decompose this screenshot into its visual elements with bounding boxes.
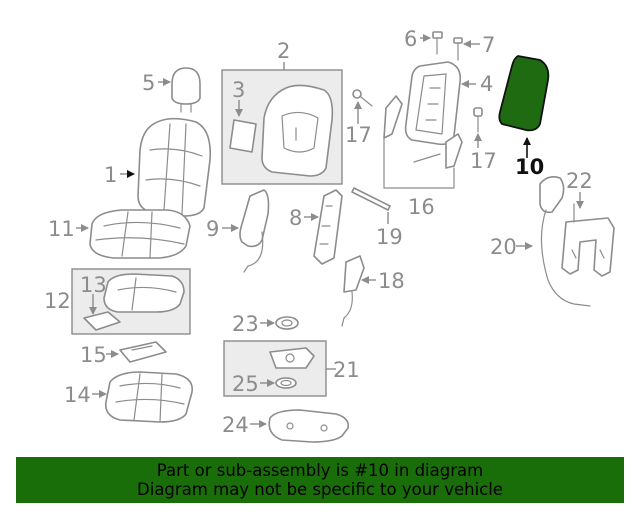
screw-part[interactable] [453,37,463,61]
cushion-cover-part[interactable] [89,209,191,259]
notice-line-2: Diagram may not be specific to your vehi… [137,480,503,499]
harness-part[interactable] [539,176,591,307]
callout-14: 14 [64,383,91,407]
ring-25-part[interactable] [275,377,297,389]
seat-back-part[interactable] [137,117,212,217]
part-10-highlighted[interactable] [498,55,550,158]
callout-6: 6 [404,27,417,51]
mounting-plate-part[interactable] [268,409,350,443]
side-shield-part[interactable] [239,189,270,273]
callout-22: 22 [566,169,593,193]
callout-15: 15 [80,343,107,367]
callout-21: 21 [333,358,360,382]
callout-2: 2 [277,39,290,63]
rod-part[interactable] [351,187,391,211]
callout-labels: 1 2 3 4 5 6 7 8 9 10 11 12 13 14 15 16 1… [44,27,593,437]
frame-piece-part[interactable] [313,189,343,265]
bolt-17-left[interactable] [352,89,373,107]
leader-lines [76,34,584,428]
seat-track-bracket-part[interactable] [561,203,615,277]
notice-banner: Part or sub-assembly is #10 in diagram D… [16,457,624,503]
callout-4: 4 [480,72,493,96]
callout-20: 20 [490,235,517,259]
seat-pan-part[interactable] [104,371,193,423]
callout-3: 3 [232,78,245,102]
callout-17-right: 17 [470,149,497,173]
callout-23: 23 [232,312,259,336]
callout-12: 12 [44,289,71,313]
callout-11: 11 [48,217,75,241]
notice-line-1: Part or sub-assembly is #10 in diagram [156,461,484,480]
seat-pad-part[interactable] [119,341,167,363]
callout-19: 19 [376,225,403,249]
bolt-17-right[interactable] [473,107,483,133]
callout-13: 13 [80,273,107,297]
back-pad-part[interactable] [261,84,334,177]
cushion-heater-part[interactable] [83,311,121,331]
bracket-part[interactable] [383,95,463,189]
switch-part[interactable] [341,255,365,327]
callout-10: 10 [515,155,544,179]
callout-9: 9 [206,217,219,241]
pad-insert-part[interactable] [229,119,257,153]
callout-5: 5 [142,71,155,95]
cushion-foam-part[interactable] [103,273,185,313]
ring-23-part[interactable] [275,316,299,330]
callout-17-left: 17 [345,123,372,147]
callout-7: 7 [482,33,495,57]
callout-25: 25 [232,372,259,396]
back-frame-part[interactable] [404,61,462,146]
callout-16: 16 [408,195,435,219]
callout-18: 18 [378,269,405,293]
motor-part[interactable] [269,347,315,369]
callout-8: 8 [289,206,302,230]
seat-parts-diagram: 1 2 3 4 5 6 7 8 9 10 11 12 13 14 15 16 1… [44,27,615,443]
bolt-part[interactable] [432,31,443,55]
callout-1: 1 [104,163,117,187]
headrest-part[interactable] [171,67,201,113]
callout-24: 24 [222,413,249,437]
